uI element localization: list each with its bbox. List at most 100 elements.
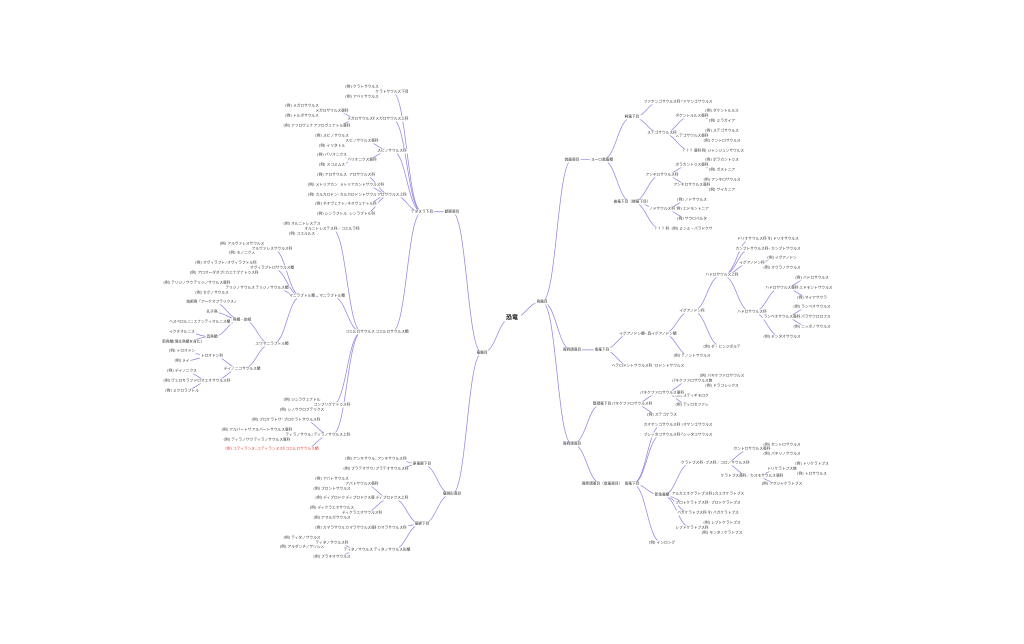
mindmap-node: パキケファロサウルス亜科 xyxy=(638,390,686,396)
connector-line xyxy=(391,118,423,213)
mindmap-node: (例) ドラコレックス xyxy=(704,383,740,389)
mindmap-node: (例) ティロセファレ xyxy=(674,402,710,408)
connector-line xyxy=(241,319,273,345)
mindmap-node: (例) トロサウルス xyxy=(796,471,828,477)
mindmap-node: 角竜下目 xyxy=(623,481,641,487)
connector-line xyxy=(451,211,483,354)
mindmap-node: (例) シノサウロプテリクス xyxy=(278,407,326,413)
mindmap-node: ティタノサウルス科 xyxy=(314,540,350,545)
connector-line xyxy=(691,310,723,347)
mindmap-node: 真イグアノドン類 xyxy=(646,331,678,337)
mindmap-node: セントロサウルス亜科 xyxy=(732,446,772,452)
mindmap-root: 恐竜 xyxy=(502,314,522,322)
mindmap-node: (例) モノニクス xyxy=(227,250,257,256)
mindmap-node: ？？？科 xyxy=(653,226,671,232)
mindmap-node: ファヤンゴサウルス科 xyxy=(642,99,682,104)
mindmap-node: (例) アンキサウルス xyxy=(344,456,380,462)
mindmap-node: プロケラトサウルス科 xyxy=(282,417,322,423)
mindmap-node: (例) インロング xyxy=(647,540,677,545)
mindmap-node: (例) エドモントニア xyxy=(674,206,710,212)
mindmap-node: (例) スティギモロク xyxy=(674,393,710,398)
mindmap-node: (例) チンタオサウルス xyxy=(762,334,802,340)
mindmap-node: ハドロサウルス科 xyxy=(736,309,768,315)
mindmap-node: ヘスペロルニス xyxy=(168,319,196,325)
mindmap-node: カマラサウルス科 xyxy=(376,525,408,531)
mindmap-node: カオヤンゴサウルス科 xyxy=(642,422,682,428)
mindmap-node: 鳥類・始祖 xyxy=(231,317,253,323)
mindmap-node: メガロサウルス上科 xyxy=(374,116,410,122)
mindmap-node: (例) ダケントルルス xyxy=(704,108,740,114)
mindmap-node: メガロサウルス亜科 xyxy=(314,108,350,114)
mindmap-node: アフロヴェナトル亜科 xyxy=(312,123,352,129)
connector-line xyxy=(721,238,753,276)
mindmap-node: 新鳥類(現生鳥類を含む) xyxy=(161,339,203,345)
connector-line xyxy=(391,150,423,213)
mindmap-node: テリジノサウルス類 xyxy=(254,285,290,291)
mindmap-node: 角竜下目 xyxy=(593,347,611,353)
mindmap-node: 始祖鳥「アーケオプテリクス」 xyxy=(185,299,239,305)
mindmap-node: エウマニラプトル類 xyxy=(254,341,290,347)
mindmap-node: (例) マイアサウラ xyxy=(796,295,828,300)
mindmap-node: 周飾頭亜目（角竜亜目） xyxy=(580,481,624,487)
mindmap-node: (例) ブラキオサウルス xyxy=(312,554,352,560)
mindmap-node: (例) アベリサウルス xyxy=(344,94,380,100)
mindmap-node: シンラプトル科 xyxy=(348,211,376,217)
mindmap-node: (例) ドリオサウルス xyxy=(764,236,800,242)
mindmap-node: ネオヴェナトル科 xyxy=(346,201,378,207)
mindmap-node: (例) カオヤンゴサウルス xyxy=(670,422,714,428)
mindmap-node: オヴィラプトル科 xyxy=(226,260,258,266)
mindmap-node: (例) バガケラトプス xyxy=(704,510,740,516)
connector-line xyxy=(631,434,663,485)
mindmap-node: (例) ノドサウルス xyxy=(676,197,708,202)
mindmap-node: パキケファロサウルス族 xyxy=(670,378,714,384)
mindmap-node: (例) トロオドン xyxy=(167,348,197,354)
mindmap-node: テリジノサウルス亜科 xyxy=(192,280,232,286)
connector-line xyxy=(331,331,363,406)
mindmap-node: カエナグナトゥス科 xyxy=(224,270,260,276)
mindmap-node: (例) オヴィラプトル xyxy=(194,260,230,266)
mindmap-node: (例) テリジノサウルス xyxy=(162,280,202,286)
mindmap-node: (例) ミラガイア xyxy=(707,118,737,124)
mindmap-node: (例) デイノニクス xyxy=(166,368,198,374)
mindmap-node: (例) トルボサウルス xyxy=(284,113,320,119)
mindmap-node: プシッタコサウルス科 xyxy=(642,432,682,438)
mindmap-node: 竜脚下目 xyxy=(413,521,431,527)
connector-line xyxy=(331,331,363,436)
mindmap-node: ステゴサウルス亜科 xyxy=(674,133,710,139)
mindmap-node: (例) アルゼンチノサウルス xyxy=(278,544,326,550)
mindmap-node: (例) ユティランヌス xyxy=(224,446,260,452)
connector-line xyxy=(451,352,483,495)
mindmap-node: 原竜脚下目 xyxy=(411,461,433,467)
connector-line xyxy=(541,301,573,445)
mindmap-node: 鳥盤目 xyxy=(535,299,549,305)
mindmap-node: ヨーロ装盾類 xyxy=(589,157,615,163)
mindmap-node: イグアノドン科 xyxy=(738,260,766,266)
mindmap-node: (例) ミクロラプトル xyxy=(164,388,200,394)
connector-line xyxy=(601,117,633,161)
mindmap-node: ティタノサウルス上科 xyxy=(342,547,382,553)
mindmap-node: (例) プロケラトサウルス xyxy=(250,417,294,423)
mindmap-node: トロオドン科 xyxy=(199,353,225,359)
mindmap-node: ケラトプス科 xyxy=(679,460,705,466)
mindmap-node: 堅頭竜下目 xyxy=(591,401,613,407)
mindmap-node: (例) アロオーダダプロイス xyxy=(188,270,236,276)
mindmap-node: (例) ステゴケラス xyxy=(646,412,678,418)
mindmap-node: (例) エドモントサウルス xyxy=(790,285,834,291)
mindmap-node: バガケラトプス科 xyxy=(676,510,708,516)
connector-line xyxy=(331,228,363,333)
mindmap-node: (例) ブロントサウルス xyxy=(312,486,352,492)
mindmap-node: (例) アンキロサウルス xyxy=(702,177,742,183)
mindmap-node: アロサウルス上科 xyxy=(376,192,408,198)
mindmap-node: アルヴァレスサウルス科 xyxy=(250,246,294,251)
mindmap-node: (例) ジュラヴェナトル xyxy=(282,397,322,403)
connector-line xyxy=(241,343,273,369)
mindmap-node: 竜盤目 xyxy=(475,350,489,356)
connector-line xyxy=(481,317,513,354)
mindmap-node: (例) モンタノケラトプス xyxy=(700,530,744,536)
connector-line xyxy=(691,275,723,312)
mindmap-node: (例) ネオヴェナトル xyxy=(314,201,350,207)
mindmap-node: ランベオサウルス亜科 xyxy=(762,314,802,320)
mindmap-node: (例) メトリアカントサウルス xyxy=(306,182,358,188)
